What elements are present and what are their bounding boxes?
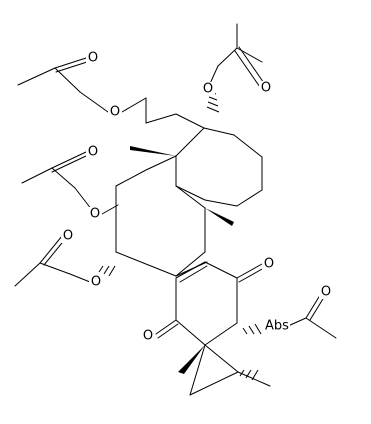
abs-stereo-label: Abs [265,319,289,334]
ring-a [145,113,263,207]
acetate-group-bottom-left [14,235,91,287]
acetate-group-top-right [207,23,267,91]
oxygen-label-6: O [90,207,100,222]
atom-labels: O O O O O O O O O O O Abs [61,51,333,344]
oxygen-label-11: O [321,285,331,300]
acetate-group-middle-left [21,151,119,215]
oxygen-label-10: O [143,329,153,344]
oxygen-label-9: O [264,257,274,272]
ketone-bottom-left [155,319,179,339]
oxygen-label-1: O [261,81,271,96]
oxygen-label-5: O [88,145,98,160]
oxygen-label-4: O [110,105,120,120]
cyclopropane-ring [189,344,271,396]
ring-b [115,155,208,277]
oxygen-label-2: O [203,82,213,97]
oxygen-label-3: O [88,51,98,66]
acetate-group-top-left [17,57,147,124]
oxygen-label-8: O [91,275,101,290]
hashed-stereo-bonds [98,91,262,381]
stereo-wedges [130,146,234,374]
ring-c [175,261,265,346]
oxygen-label-7: O [63,229,73,244]
